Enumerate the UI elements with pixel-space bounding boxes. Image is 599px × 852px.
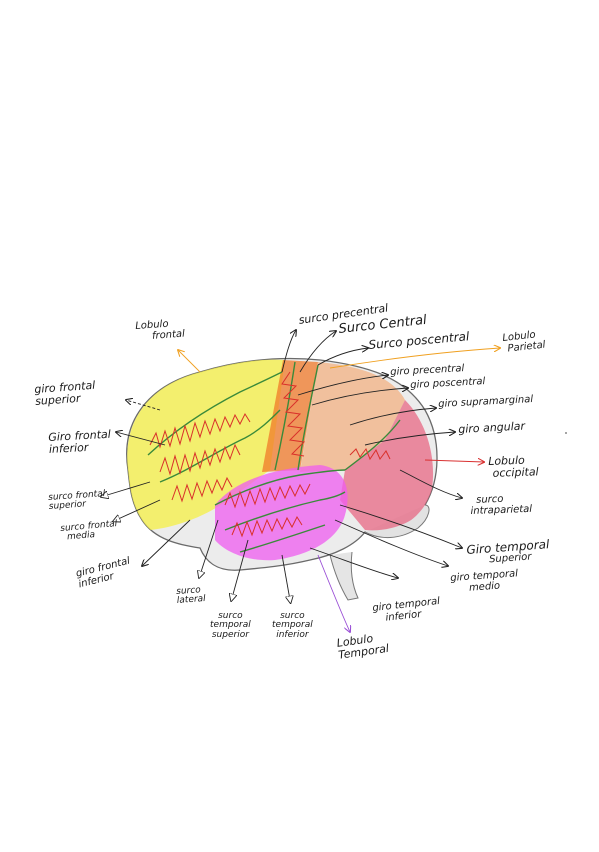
- label-surco-lateral: surco lateral: [175, 585, 207, 607]
- label-giro-frontal-superior: giro frontal superior: [33, 378, 96, 408]
- precentral-region: [262, 360, 318, 472]
- leader-lines: [104, 330, 500, 632]
- label-surco-temporal-superior: surco temporal superior: [210, 611, 251, 640]
- occipital-lobe-region: [340, 400, 434, 531]
- gyri-zigzags: [149, 371, 391, 538]
- label-surco-intraparietal: surco intraparietal: [470, 493, 533, 517]
- label-surco-frontal-superior: surco frontal superior: [47, 489, 106, 513]
- parietal-lobe-region: [300, 362, 405, 472]
- label-giro-frontal-inferior: Giro frontal inferior: [47, 427, 112, 456]
- stray-dot: [565, 432, 567, 434]
- label-lobulo-occipital: Lobulo occipital: [487, 453, 539, 480]
- label-surco-temporal-inferior: surco temporal inferior: [272, 611, 313, 640]
- temporal-lobe-region: [215, 465, 348, 561]
- label-lobulo-frontal: Lobulo frontal: [134, 318, 186, 342]
- brainstem: [329, 551, 359, 601]
- label-lobulo-parietal: Lobulo Parietal: [501, 329, 546, 354]
